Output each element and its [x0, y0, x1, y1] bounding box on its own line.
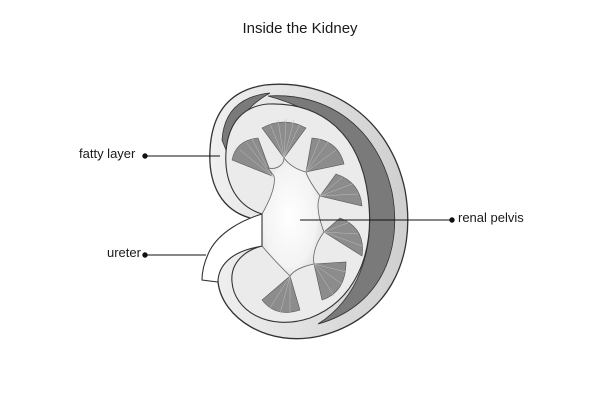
- renal-pelvis-label: renal pelvis: [458, 210, 524, 225]
- pyramid: [305, 137, 345, 173]
- ureter: [201, 213, 263, 283]
- pyramid: [261, 275, 301, 313]
- pyramid: [313, 261, 347, 301]
- pyramid: [323, 217, 363, 257]
- fatty-layer-label: fatty layer: [79, 146, 136, 161]
- ureter-dot: [142, 252, 148, 258]
- pyramid-striations: [239, 118, 363, 315]
- fatty-layer-dot: [142, 153, 148, 159]
- leader-lines: [142, 153, 455, 258]
- page-title: Inside the Kidney: [242, 20, 358, 37]
- ureter-label: ureter: [107, 245, 141, 260]
- pyramid: [231, 137, 273, 177]
- pyramid: [319, 173, 363, 207]
- renal-pelvis: [261, 156, 325, 277]
- renal-pelvis-dot: [449, 217, 455, 223]
